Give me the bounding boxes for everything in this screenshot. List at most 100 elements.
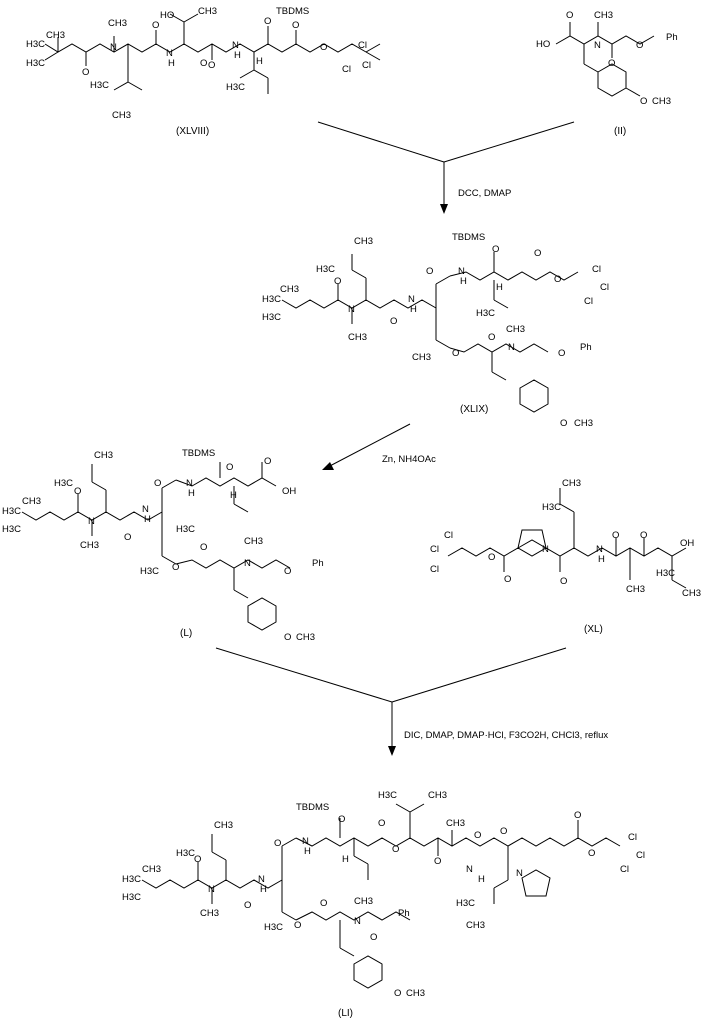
step1-reagents: DCC, DMAP: [458, 188, 511, 199]
compound-xlix-atoms: CH3 H3C TBDMS O O N H H O O Cl Cl Cl H3C…: [262, 232, 609, 429]
li-atom-cl-2: Cl: [636, 850, 645, 861]
li-atom-h-3: H: [478, 874, 485, 885]
l-atom-ch3-2: CH3: [22, 496, 41, 507]
li-atom-h3c-4: H3C: [122, 892, 141, 903]
l-label: (L): [180, 628, 192, 639]
compound-l-atoms: CH3 H3C TBDMS O O N H H OH O H3C CH3 H3C…: [2, 448, 324, 643]
xlviii-atom-h3c-4: H3C: [226, 82, 245, 93]
xlix-atom-ch3-4: CH3: [348, 332, 367, 343]
xlix-atom-n-1: N: [458, 266, 465, 277]
li-atom-cl-3: Cl: [620, 864, 629, 875]
step3-reagents: DIC, DMAP, DMAP·HCl, F3CO2H, CHCl3, refl…: [404, 730, 608, 741]
compound-ii: HO O N CH3 O O Ph O CH3 (II): [536, 10, 678, 137]
li-atom-ch3-7: CH3: [200, 908, 219, 919]
xlix-atom-ch3-2: CH3: [280, 284, 299, 295]
l-atom-o-9: O: [284, 632, 291, 643]
xlviii-atom-ch3-3: CH3: [198, 6, 217, 17]
xlviii-atom-h-2: H: [234, 50, 241, 61]
xlix-atom-o-3: O: [534, 248, 541, 259]
l-atom-ch3-5: CH3: [80, 540, 99, 551]
li-atom-ch3-8: CH3: [466, 920, 485, 931]
compound-xl-atoms: CH3 H3C Cl Cl Cl O O N O N H O O OH CH3 …: [430, 478, 701, 599]
xlviii-atom-ch3-1: CH3: [46, 30, 65, 41]
li-atom-h3c-6: H3C: [456, 898, 475, 909]
l-atom-h3c-2: H3C: [2, 506, 21, 517]
xlviii-atom-n-1: N: [110, 42, 117, 53]
ii-atom-ph: Ph: [666, 32, 678, 43]
li-atom-h-4: H: [260, 884, 267, 895]
l-atom-ch3-4: CH3: [296, 632, 315, 643]
xlix-atom-n-4: N: [508, 342, 515, 353]
xlviii-atom-o-4: O: [200, 58, 207, 69]
compound-li: CH3 H3C TBDMS O CH3 H3C O N H H O O O CH…: [122, 790, 645, 1019]
xl-atom-o-3: O: [560, 576, 567, 587]
xlviii-atom-cl-3: Cl: [342, 64, 351, 75]
compound-xlviii: H3C CH3 H3C O N CH3 O HO CH3 O N H O N H…: [26, 6, 381, 137]
l-atom-oh: OH: [282, 486, 296, 497]
compound-xlviii-skeleton: [44, 13, 381, 94]
l-atom-o-4: O: [74, 486, 81, 497]
xlviii-atom-h3c-2: H3C: [26, 58, 45, 69]
xlviii-atom-h3c-3: H3C: [90, 80, 109, 91]
xlix-atom-cl-2: Cl: [600, 282, 609, 293]
xlviii-atom-o-1: O: [82, 67, 89, 78]
li-atom-ch3-3: CH3: [446, 818, 465, 829]
l-atom-h3c-1: H3C: [54, 478, 73, 489]
li-atom-n-2: N: [466, 864, 473, 875]
l-atom-o-1: O: [226, 462, 233, 473]
li-atom-o-9: O: [588, 848, 595, 859]
li-atom-n-1: N: [302, 836, 309, 847]
ii-atom-ch3-2: CH3: [652, 96, 671, 107]
ii-atom-o-2: O: [608, 58, 615, 69]
li-atom-o-2: O: [274, 838, 281, 849]
xlix-atom-cl-1: Cl: [592, 264, 601, 275]
xlix-atom-h3c-1: H3C: [316, 264, 335, 275]
li-atom-o-12: O: [294, 920, 301, 931]
xlix-atom-h3c-2: H3C: [262, 294, 281, 305]
ii-atom-n: N: [594, 40, 601, 51]
arrow-1-head: [440, 204, 448, 214]
li-atom-ch3-6: CH3: [406, 988, 425, 999]
li-atom-ch3-4: CH3: [142, 864, 161, 875]
li-atom-o-15: O: [394, 988, 401, 999]
xlix-atom-h3c-4: H3C: [476, 308, 495, 319]
l-atom-tbdms: TBDMS: [182, 448, 215, 459]
xlix-atom-o-7: O: [452, 348, 459, 359]
xlix-atom-cl-3: Cl: [584, 296, 593, 307]
xlix-atom-ph: Ph: [580, 342, 592, 353]
xlix-atom-o-9: O: [558, 348, 565, 359]
xlviii-atom-ch3-2: CH3: [108, 18, 127, 29]
xl-atom-h3c-1: H3C: [542, 502, 561, 513]
l-atom-h-2: H: [230, 490, 237, 501]
ii-atom-ch3-1: CH3: [594, 10, 613, 21]
li-atom-h3c-5: H3C: [264, 922, 283, 933]
li-atom-o-11: O: [244, 900, 251, 911]
xlix-atom-o-1: O: [492, 244, 499, 255]
l-atom-h-3: H: [144, 514, 151, 525]
xlviii-label: (XLVIII): [176, 126, 209, 137]
xl-atom-o-1: O: [488, 552, 495, 563]
li-atom-o-6: O: [474, 830, 481, 841]
xlviii-atom-o-5: O: [264, 16, 271, 27]
xlix-atom-ch3-5: CH3: [574, 418, 593, 429]
step2-reagents: Zn, NH4OAc: [382, 454, 436, 465]
li-atom-h3c-2: H3C: [378, 790, 397, 801]
xl-atom-oh: OH: [680, 538, 694, 549]
compound-xl: CH3 H3C Cl Cl Cl O O N O N H O O OH CH3 …: [430, 478, 701, 635]
compound-xlix-skeleton: [281, 252, 579, 413]
l-atom-h3c-5: H3C: [140, 566, 159, 577]
l-atom-o-6: O: [172, 562, 179, 573]
l-atom-h3c-3: H3C: [2, 524, 21, 535]
compound-xlviii-atoms: H3C CH3 H3C O N CH3 O HO CH3 O N H O N H…: [26, 6, 371, 121]
xlix-atom-o-6: O: [390, 316, 397, 327]
li-atom-ch3-1: CH3: [214, 820, 233, 831]
xlviii-atom-o-7: O: [320, 42, 327, 53]
li-atom-o-14: O: [370, 932, 377, 943]
li-atom-h-1: H: [304, 846, 311, 857]
li-label: (LI): [338, 1008, 353, 1019]
compound-li-atoms: CH3 H3C TBDMS O CH3 H3C O N H H O O O CH…: [122, 790, 645, 999]
arrow-2-head: [322, 462, 334, 470]
xl-atom-n-1: N: [542, 544, 549, 555]
compound-xlix: CH3 H3C TBDMS O O N H H O O Cl Cl Cl H3C…: [262, 232, 609, 429]
xl-atom-ch3-2: CH3: [626, 584, 645, 595]
